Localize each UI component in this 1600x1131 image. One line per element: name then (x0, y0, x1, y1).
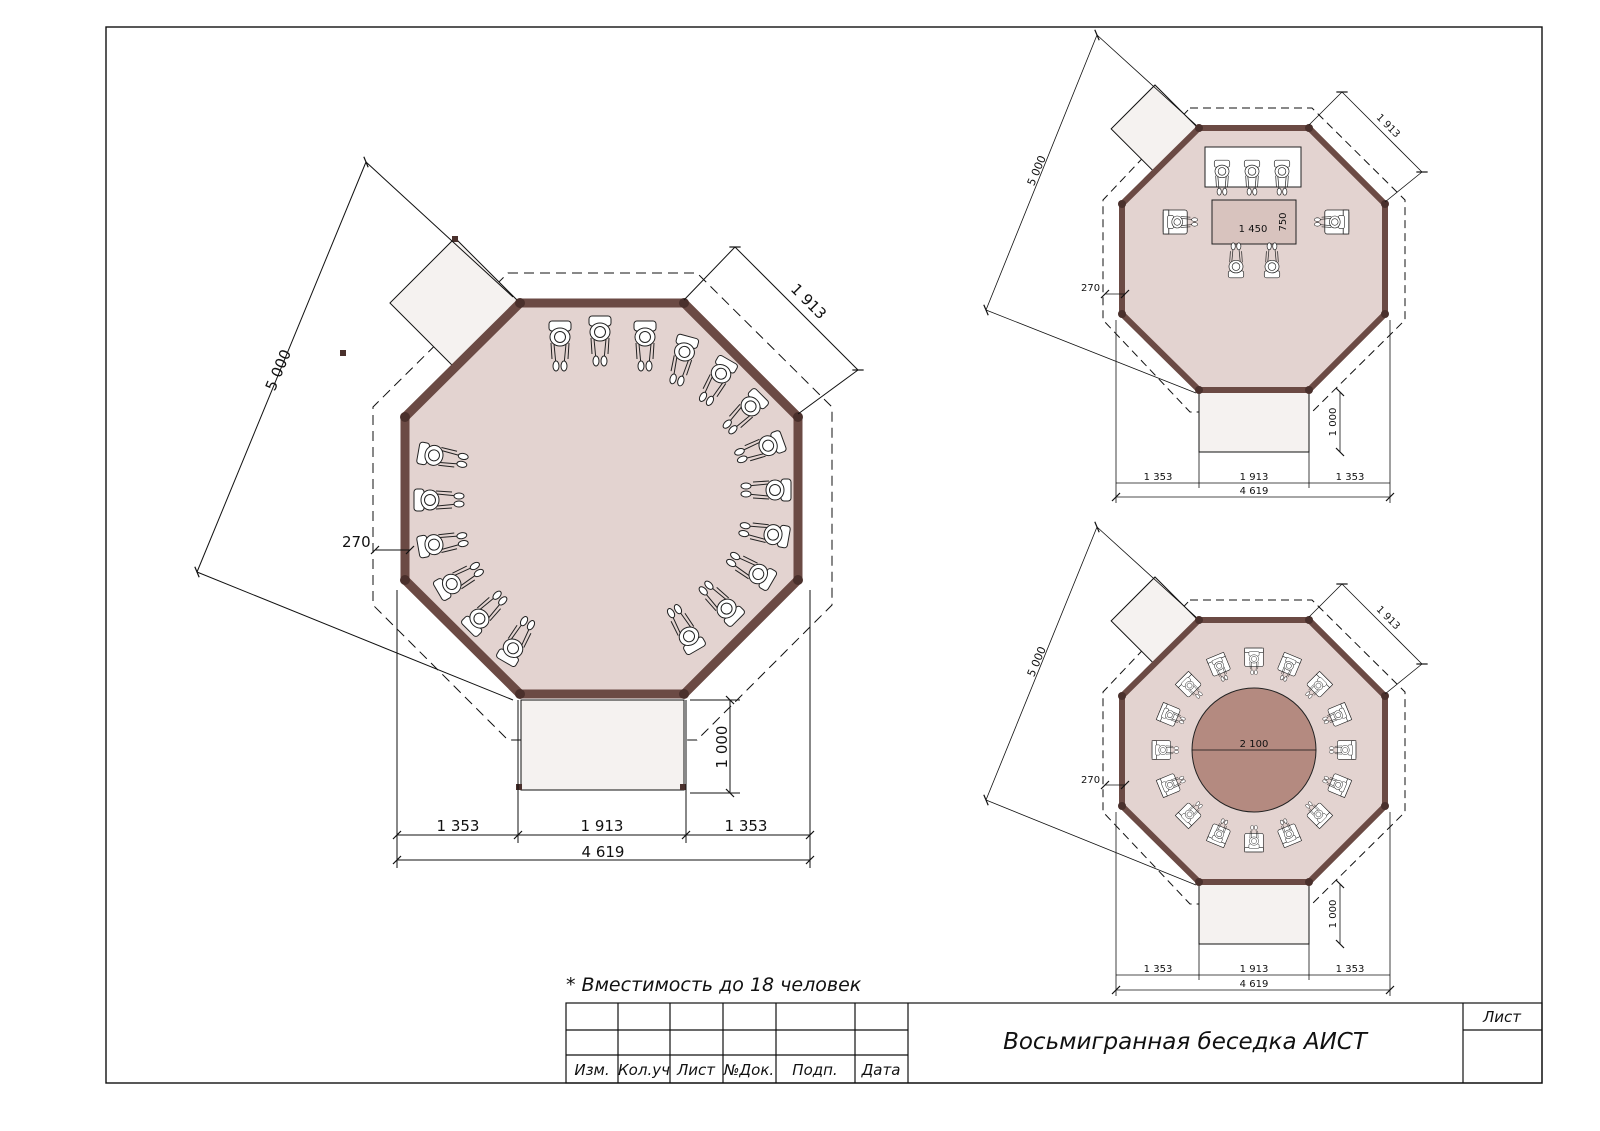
posts (1118, 124, 1389, 394)
plan-with-rectangular-table: 5 000 1 913 270 1 000 1 450 750 1 353 1 … (983, 29, 1428, 503)
dimensions (983, 521, 1428, 996)
dim-width-mid: 1 913 (1240, 472, 1269, 483)
dim-width-right: 1 353 (725, 817, 768, 835)
dim-table-width: 1 450 (1239, 224, 1268, 235)
dim-width-right: 1 353 (1336, 472, 1365, 483)
dim-wall: 270 (342, 533, 371, 551)
roof-outline (1102, 107, 1406, 413)
header-doc: №Док. (723, 1061, 774, 1079)
dim-side: 1 913 (1374, 112, 1402, 140)
dim-diagonal: 5 000 (262, 347, 295, 394)
dim-width-left: 1 353 (1144, 472, 1173, 483)
header-podp: Подп. (792, 1061, 837, 1079)
dim-porch: 1 000 (713, 726, 731, 769)
dim-width-right: 1 353 (1336, 964, 1365, 975)
header-izm: Изм. (574, 1061, 609, 1079)
dim-table-height: 750 (1278, 212, 1289, 231)
dim-porch: 1 000 (1328, 900, 1339, 929)
title-block (565, 1002, 1543, 1084)
dimensions (194, 156, 864, 868)
dim-total: 4 619 (1240, 979, 1269, 990)
dim-total: 4 619 (1240, 486, 1269, 497)
dining-table (1211, 199, 1297, 245)
dim-wall: 270 (1081, 283, 1100, 294)
drawing-title: Восьмигранная беседка АИСТ (1003, 1029, 1369, 1055)
dim-wall: 270 (1081, 775, 1100, 786)
dim-table-diameter: 2 100 (1240, 739, 1269, 750)
dimensions (983, 29, 1428, 503)
porch (1198, 391, 1310, 453)
dim-width-mid: 1 913 (1240, 964, 1269, 975)
porch (520, 699, 685, 791)
header-list: Лист (676, 1061, 716, 1079)
dim-total: 4 619 (582, 843, 625, 861)
posts (1118, 616, 1389, 886)
header-kol-uch: Кол.уч (618, 1061, 670, 1079)
plan-with-round-table: 5 000 1 913 270 1 000 2 100 1 353 1 913 … (983, 521, 1428, 996)
dim-side: 1 913 (787, 280, 830, 323)
dim-diagonal: 5 000 (1025, 154, 1049, 188)
main-plan: 5 000 1 913 270 1 000 1 353 1 913 1 353 … (194, 156, 864, 868)
dim-width-mid: 1 913 (581, 817, 624, 835)
header-data: Дата (861, 1061, 901, 1079)
porch (1198, 883, 1310, 945)
roof-outline (1102, 599, 1406, 905)
dim-width-left: 1 353 (437, 817, 480, 835)
roof-outline (372, 272, 833, 741)
dim-width-left: 1 353 (1144, 964, 1173, 975)
dim-side: 1 913 (1374, 604, 1402, 632)
tick-marks (392, 830, 815, 840)
dim-porch: 1 000 (1328, 408, 1339, 437)
sheet-label: Лист (1482, 1008, 1522, 1026)
dim-diagonal: 5 000 (1025, 645, 1049, 679)
capacity-note: * Вместимость до 18 человек (566, 974, 862, 996)
